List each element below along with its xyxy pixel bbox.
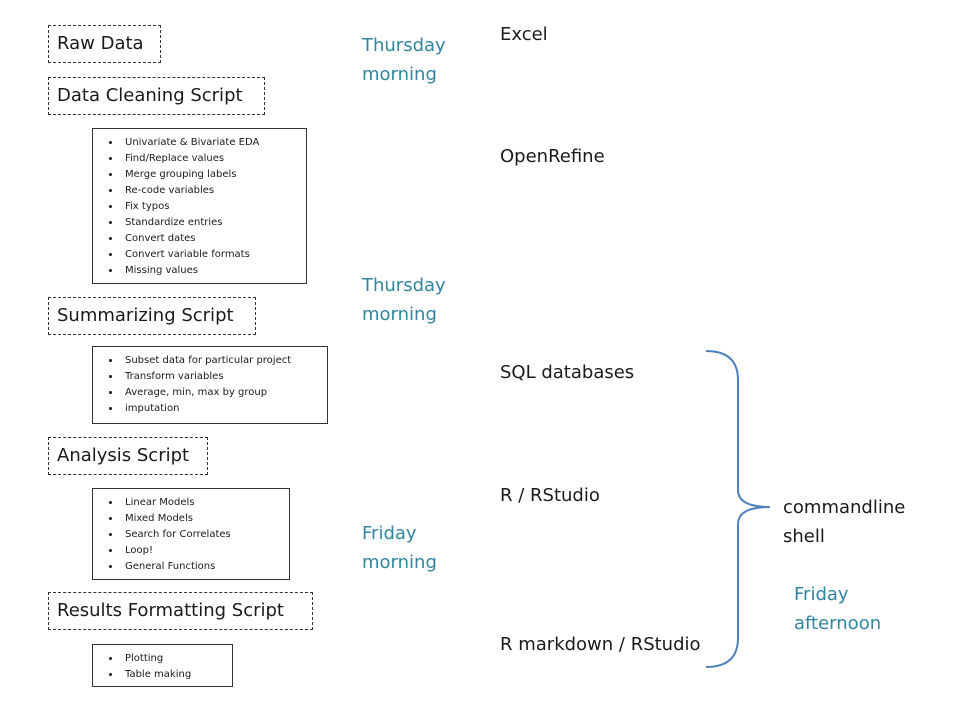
list-item: Fix typos bbox=[121, 199, 298, 215]
summarizing-script-box: Summarizing Script bbox=[48, 297, 256, 335]
list-item: Search for Correlates bbox=[121, 527, 281, 543]
list-item: Find/Replace values bbox=[121, 151, 298, 167]
list-item: Linear Models bbox=[121, 495, 281, 511]
shell-line: commandline bbox=[783, 497, 906, 518]
time-period: morning bbox=[362, 304, 437, 325]
time-label-thursday-morning-2: Thursday morning bbox=[362, 271, 446, 329]
tool-r-markdown-rstudio: R markdown / RStudio bbox=[500, 634, 701, 655]
list-item: Univariate & Bivariate EDA bbox=[121, 135, 298, 151]
time-day: Thursday bbox=[362, 275, 446, 296]
time-period: morning bbox=[362, 64, 437, 85]
curly-brace-shape bbox=[705, 350, 771, 668]
tool-r-rstudio: R / RStudio bbox=[500, 485, 600, 506]
time-day: Thursday bbox=[362, 35, 446, 56]
list-item: Loop! bbox=[121, 543, 281, 559]
time-label-friday-afternoon: Friday afternoon bbox=[794, 580, 881, 638]
results-formatting-list: Plotting Table making bbox=[92, 644, 233, 687]
list-item: Mixed Models bbox=[121, 511, 281, 527]
commandline-shell-label: commandline shell bbox=[783, 493, 905, 551]
summarizing-list: Subset data for particular project Trans… bbox=[92, 346, 328, 424]
list-item: imputation bbox=[121, 401, 319, 417]
list-item: General Functions bbox=[121, 559, 281, 575]
list-item: Missing values bbox=[121, 263, 298, 279]
raw-data-box: Raw Data bbox=[48, 25, 161, 63]
analysis-list: Linear Models Mixed Models Search for Co… bbox=[92, 488, 290, 580]
list-item: Plotting bbox=[121, 651, 224, 667]
time-label-friday-morning: Friday morning bbox=[362, 519, 437, 577]
results-formatting-script-box: Results Formatting Script bbox=[48, 592, 313, 630]
tool-openrefine: OpenRefine bbox=[500, 146, 605, 167]
time-period: morning bbox=[362, 552, 437, 573]
list-item: Standardize entries bbox=[121, 215, 298, 231]
list-item: Transform variables bbox=[121, 369, 319, 385]
time-day: Friday bbox=[794, 584, 849, 605]
time-period: afternoon bbox=[794, 613, 882, 634]
list-item: Average, min, max by group bbox=[121, 385, 319, 401]
list-item: Table making bbox=[121, 667, 224, 683]
tool-sql-databases: SQL databases bbox=[500, 362, 635, 383]
analysis-script-box: Analysis Script bbox=[48, 437, 208, 475]
list-item: Re-code variables bbox=[121, 183, 298, 199]
list-item: Subset data for particular project bbox=[121, 353, 319, 369]
data-cleaning-list: Univariate & Bivariate EDA Find/Replace … bbox=[92, 128, 307, 284]
time-day: Friday bbox=[362, 523, 417, 544]
list-item: Convert dates bbox=[121, 231, 298, 247]
list-item: Merge grouping labels bbox=[121, 167, 298, 183]
tool-excel: Excel bbox=[500, 24, 548, 45]
shell-line: shell bbox=[783, 526, 825, 547]
list-item: Convert variable formats bbox=[121, 247, 298, 263]
time-label-thursday-morning-1: Thursday morning bbox=[362, 31, 446, 89]
data-cleaning-script-box: Data Cleaning Script bbox=[48, 77, 265, 115]
